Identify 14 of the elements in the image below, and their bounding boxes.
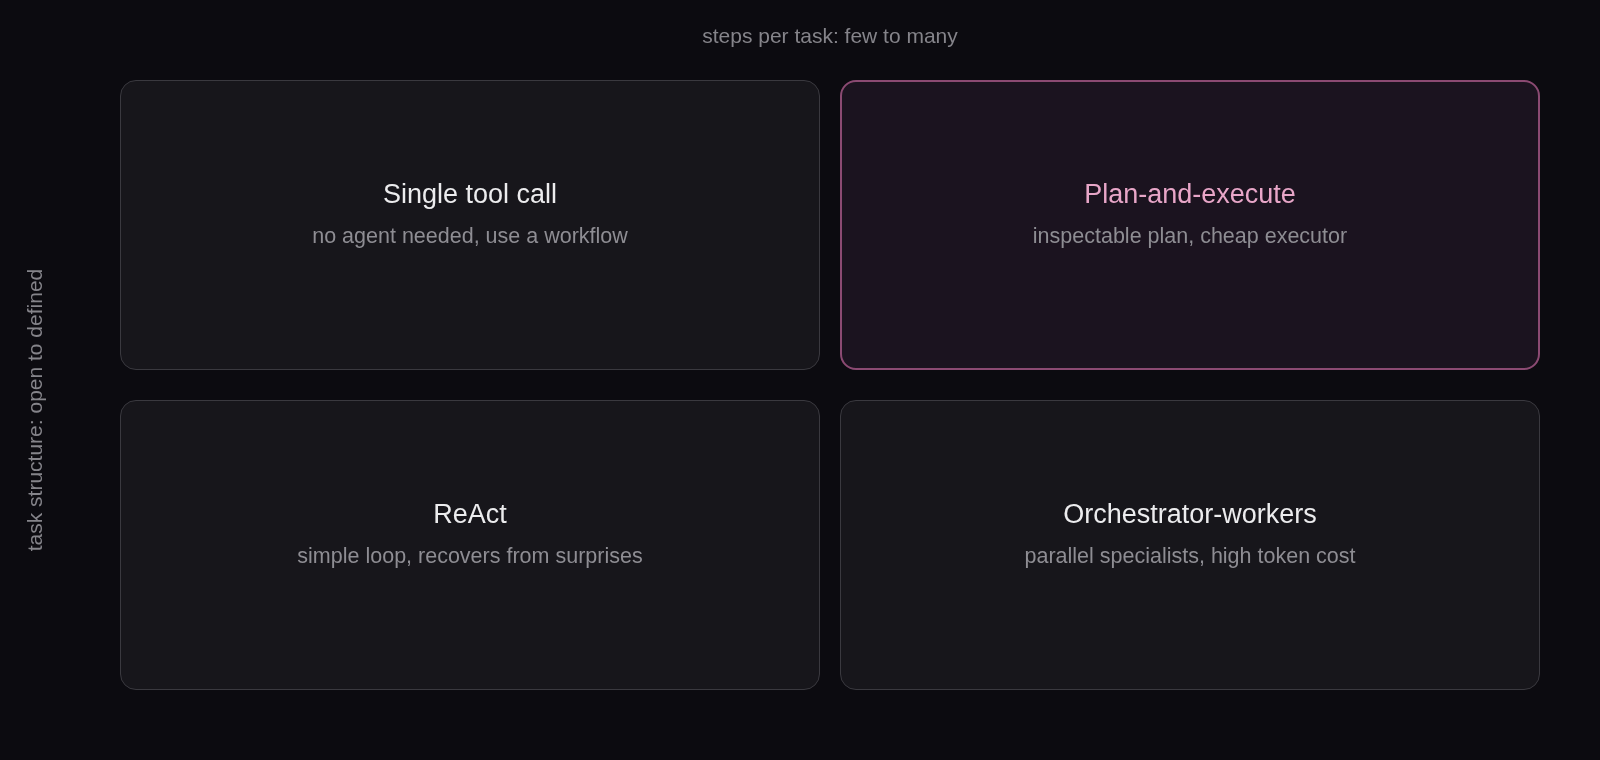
- vertical-axis-label: task structure: open to defined: [22, 268, 47, 552]
- horizontal-axis-label: steps per task: few to many: [702, 23, 958, 49]
- quadrant-card: [120, 80, 820, 370]
- quadrant-description: no agent needed, use a workflow: [312, 223, 628, 249]
- quadrant-card: [120, 400, 820, 690]
- quadrant-description: parallel specialists, high token cost: [1024, 543, 1356, 569]
- highlighted-quadrant-card: [840, 80, 1540, 370]
- quadrant-description: simple loop, recovers from surprises: [297, 543, 643, 569]
- quadrant-card: [840, 400, 1540, 690]
- quadrant-title: Single tool call: [382, 178, 558, 211]
- quadrant-title: ReAct: [433, 498, 507, 531]
- quadrant-description: inspectable plan, cheap executor: [1032, 223, 1348, 249]
- quadrant-title: Orchestrator-workers: [1063, 498, 1317, 531]
- quadrant-title: Plan-and-execute: [1084, 178, 1296, 211]
